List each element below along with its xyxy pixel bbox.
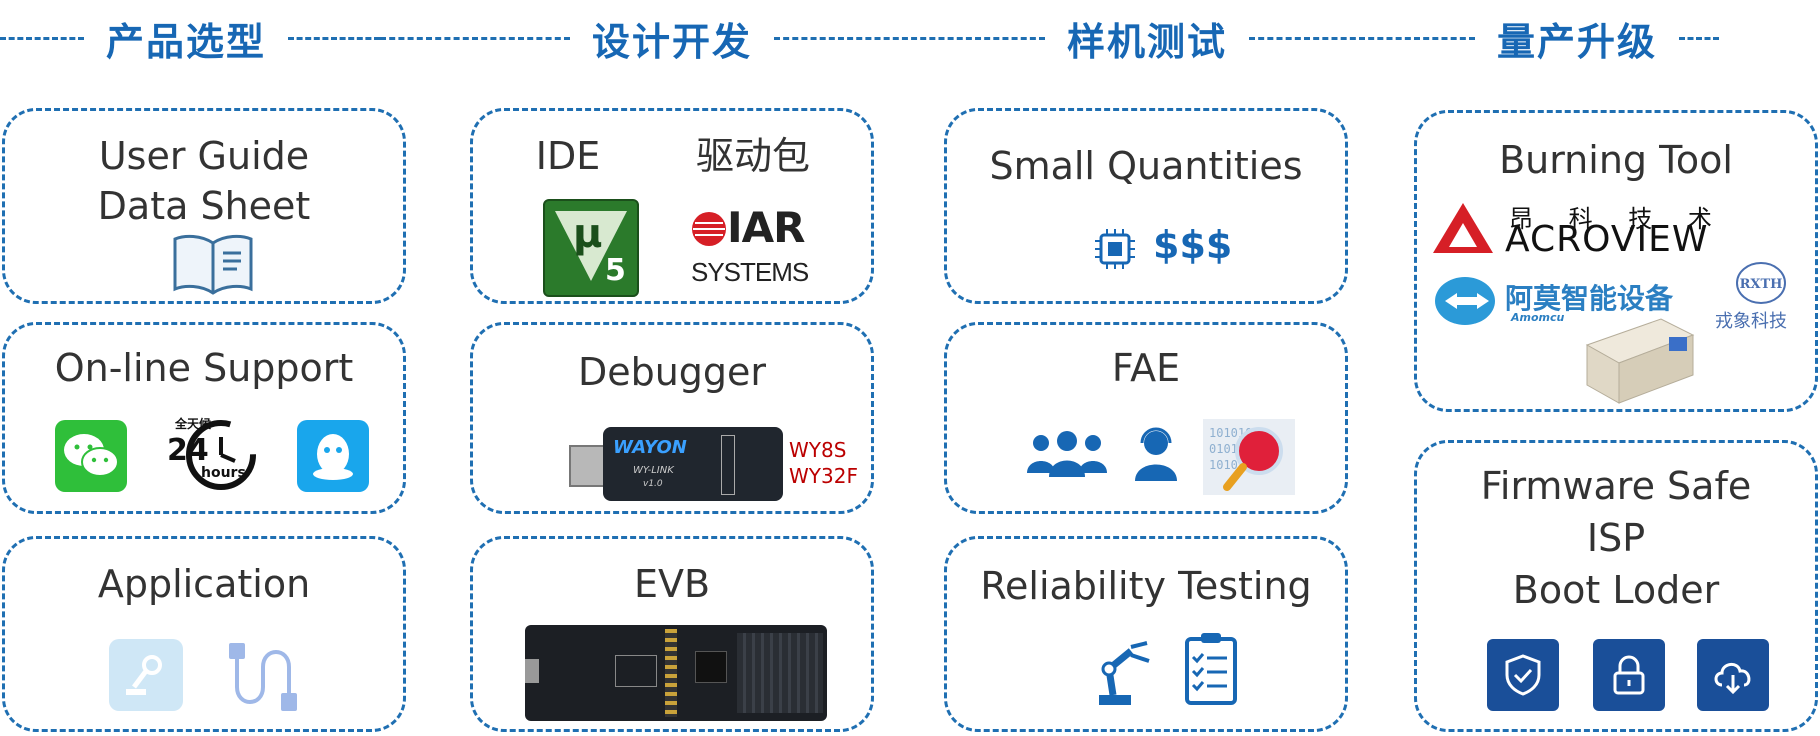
checklist-icon <box>1185 633 1237 705</box>
rxth-logo-icon: RXTH <box>1736 262 1786 304</box>
debugger-device: WAYON WY-LINK v1.0 <box>603 427 783 501</box>
keil-logo-icon[interactable]: μ 5 <box>543 199 639 297</box>
card-evb[interactable]: EVB <box>470 536 874 732</box>
header-product-selection: 产品选型 <box>0 8 380 68</box>
card-title: EVB <box>633 562 711 606</box>
card-subtitle-isp: ISP <box>1586 516 1646 560</box>
card-application[interactable]: Application <box>2 536 406 732</box>
team-icon <box>1027 431 1107 477</box>
label-wy8s: WY8S <box>789 438 847 462</box>
qq-icon[interactable] <box>297 420 369 492</box>
amomcu-cn: 阿莫智能设备 <box>1505 282 1674 315</box>
card-subtitle: Data Sheet <box>97 184 311 228</box>
card-subtitle-bootloader: Boot Loder <box>1512 568 1720 612</box>
wechat-icon[interactable] <box>55 420 127 492</box>
ide-title: IDE <box>535 134 601 178</box>
amomcu-en: Amomcu <box>1511 311 1565 324</box>
header-title: 量产升级 <box>1497 19 1658 64</box>
book-icon <box>173 234 253 295</box>
card-online-support[interactable]: On-line Support 全天候 24 hours <box>2 322 406 514</box>
cloud-download-icon[interactable] <box>1697 639 1769 711</box>
card-debugger[interactable]: Debugger WAYON WY-LINK v1.0 WY8S WY32F <box>470 322 874 514</box>
programmer-device-icon <box>1585 318 1695 404</box>
card-title: User Guide <box>98 134 310 178</box>
acroview-en: ACROVIEW <box>1505 219 1709 260</box>
money-symbol: $$$ <box>1153 223 1233 267</box>
usb-cable-icon <box>229 643 297 711</box>
card-small-quantities[interactable]: Small Quantities $$$ <box>944 108 1348 304</box>
card-burning-tool[interactable]: Burning Tool 昂 科 技 术 ACROVIEW 阿莫智能设备 Amo… <box>1414 110 1818 412</box>
header-design-development: 设计开发 <box>380 8 1045 68</box>
24-hours-icon: 全天候 24 hours <box>165 413 261 497</box>
card-firmware-safe[interactable]: Firmware Safe ISP Boot Loder <box>1414 440 1818 732</box>
card-title: On-line Support <box>54 346 354 390</box>
card-title: Debugger <box>577 350 767 394</box>
rxth-cn: 戎象科技 <box>1715 311 1787 332</box>
amomcu-logo-icon <box>1435 277 1495 325</box>
chip-icon <box>1095 229 1135 269</box>
card-title: Application <box>97 562 311 606</box>
header-prototype-testing: 样机测试 <box>1045 8 1475 68</box>
header-title: 产品选型 <box>106 19 267 64</box>
lock-icon[interactable] <box>1593 639 1665 711</box>
card-title: Reliability Testing <box>980 564 1312 608</box>
svg-text:RXTH: RXTH <box>1740 277 1783 292</box>
card-title: FAE <box>1111 346 1181 390</box>
card-title: Small Quantities <box>989 144 1303 188</box>
acroview-cn: 昂 科 技 术 <box>1509 205 1726 233</box>
robot-arm-icon <box>1099 641 1150 705</box>
acroview-logo-icon <box>1433 203 1493 253</box>
card-title: Firmware Safe <box>1480 464 1752 508</box>
iar-systems-logo[interactable]: IAR SYSTEMS <box>691 203 809 287</box>
card-title: Burning Tool <box>1499 138 1733 182</box>
card-ide-driver[interactable]: IDE 驱动包 μ 5 IAR SYSTEMS <box>470 108 874 304</box>
shield-check-icon[interactable] <box>1487 639 1559 711</box>
robot-arm-icon <box>109 639 183 711</box>
card-user-guide[interactable]: User Guide Data Sheet <box>2 108 406 304</box>
evb-board <box>525 625 827 721</box>
header-title: 设计开发 <box>592 19 753 64</box>
header-mass-production: 量产升级 <box>1475 8 1820 68</box>
driver-package-title: 驱动包 <box>695 134 810 178</box>
data-search-icon: 1010101 0101010 1010101 <box>1203 419 1295 495</box>
header-title: 样机测试 <box>1067 19 1228 64</box>
label-wy32f: WY32F <box>789 464 858 488</box>
card-reliability-testing[interactable]: Reliability Testing <box>944 536 1348 732</box>
card-fae[interactable]: FAE 1010101 0101010 1010101 <box>944 322 1348 514</box>
support-agent-icon <box>1135 427 1177 481</box>
